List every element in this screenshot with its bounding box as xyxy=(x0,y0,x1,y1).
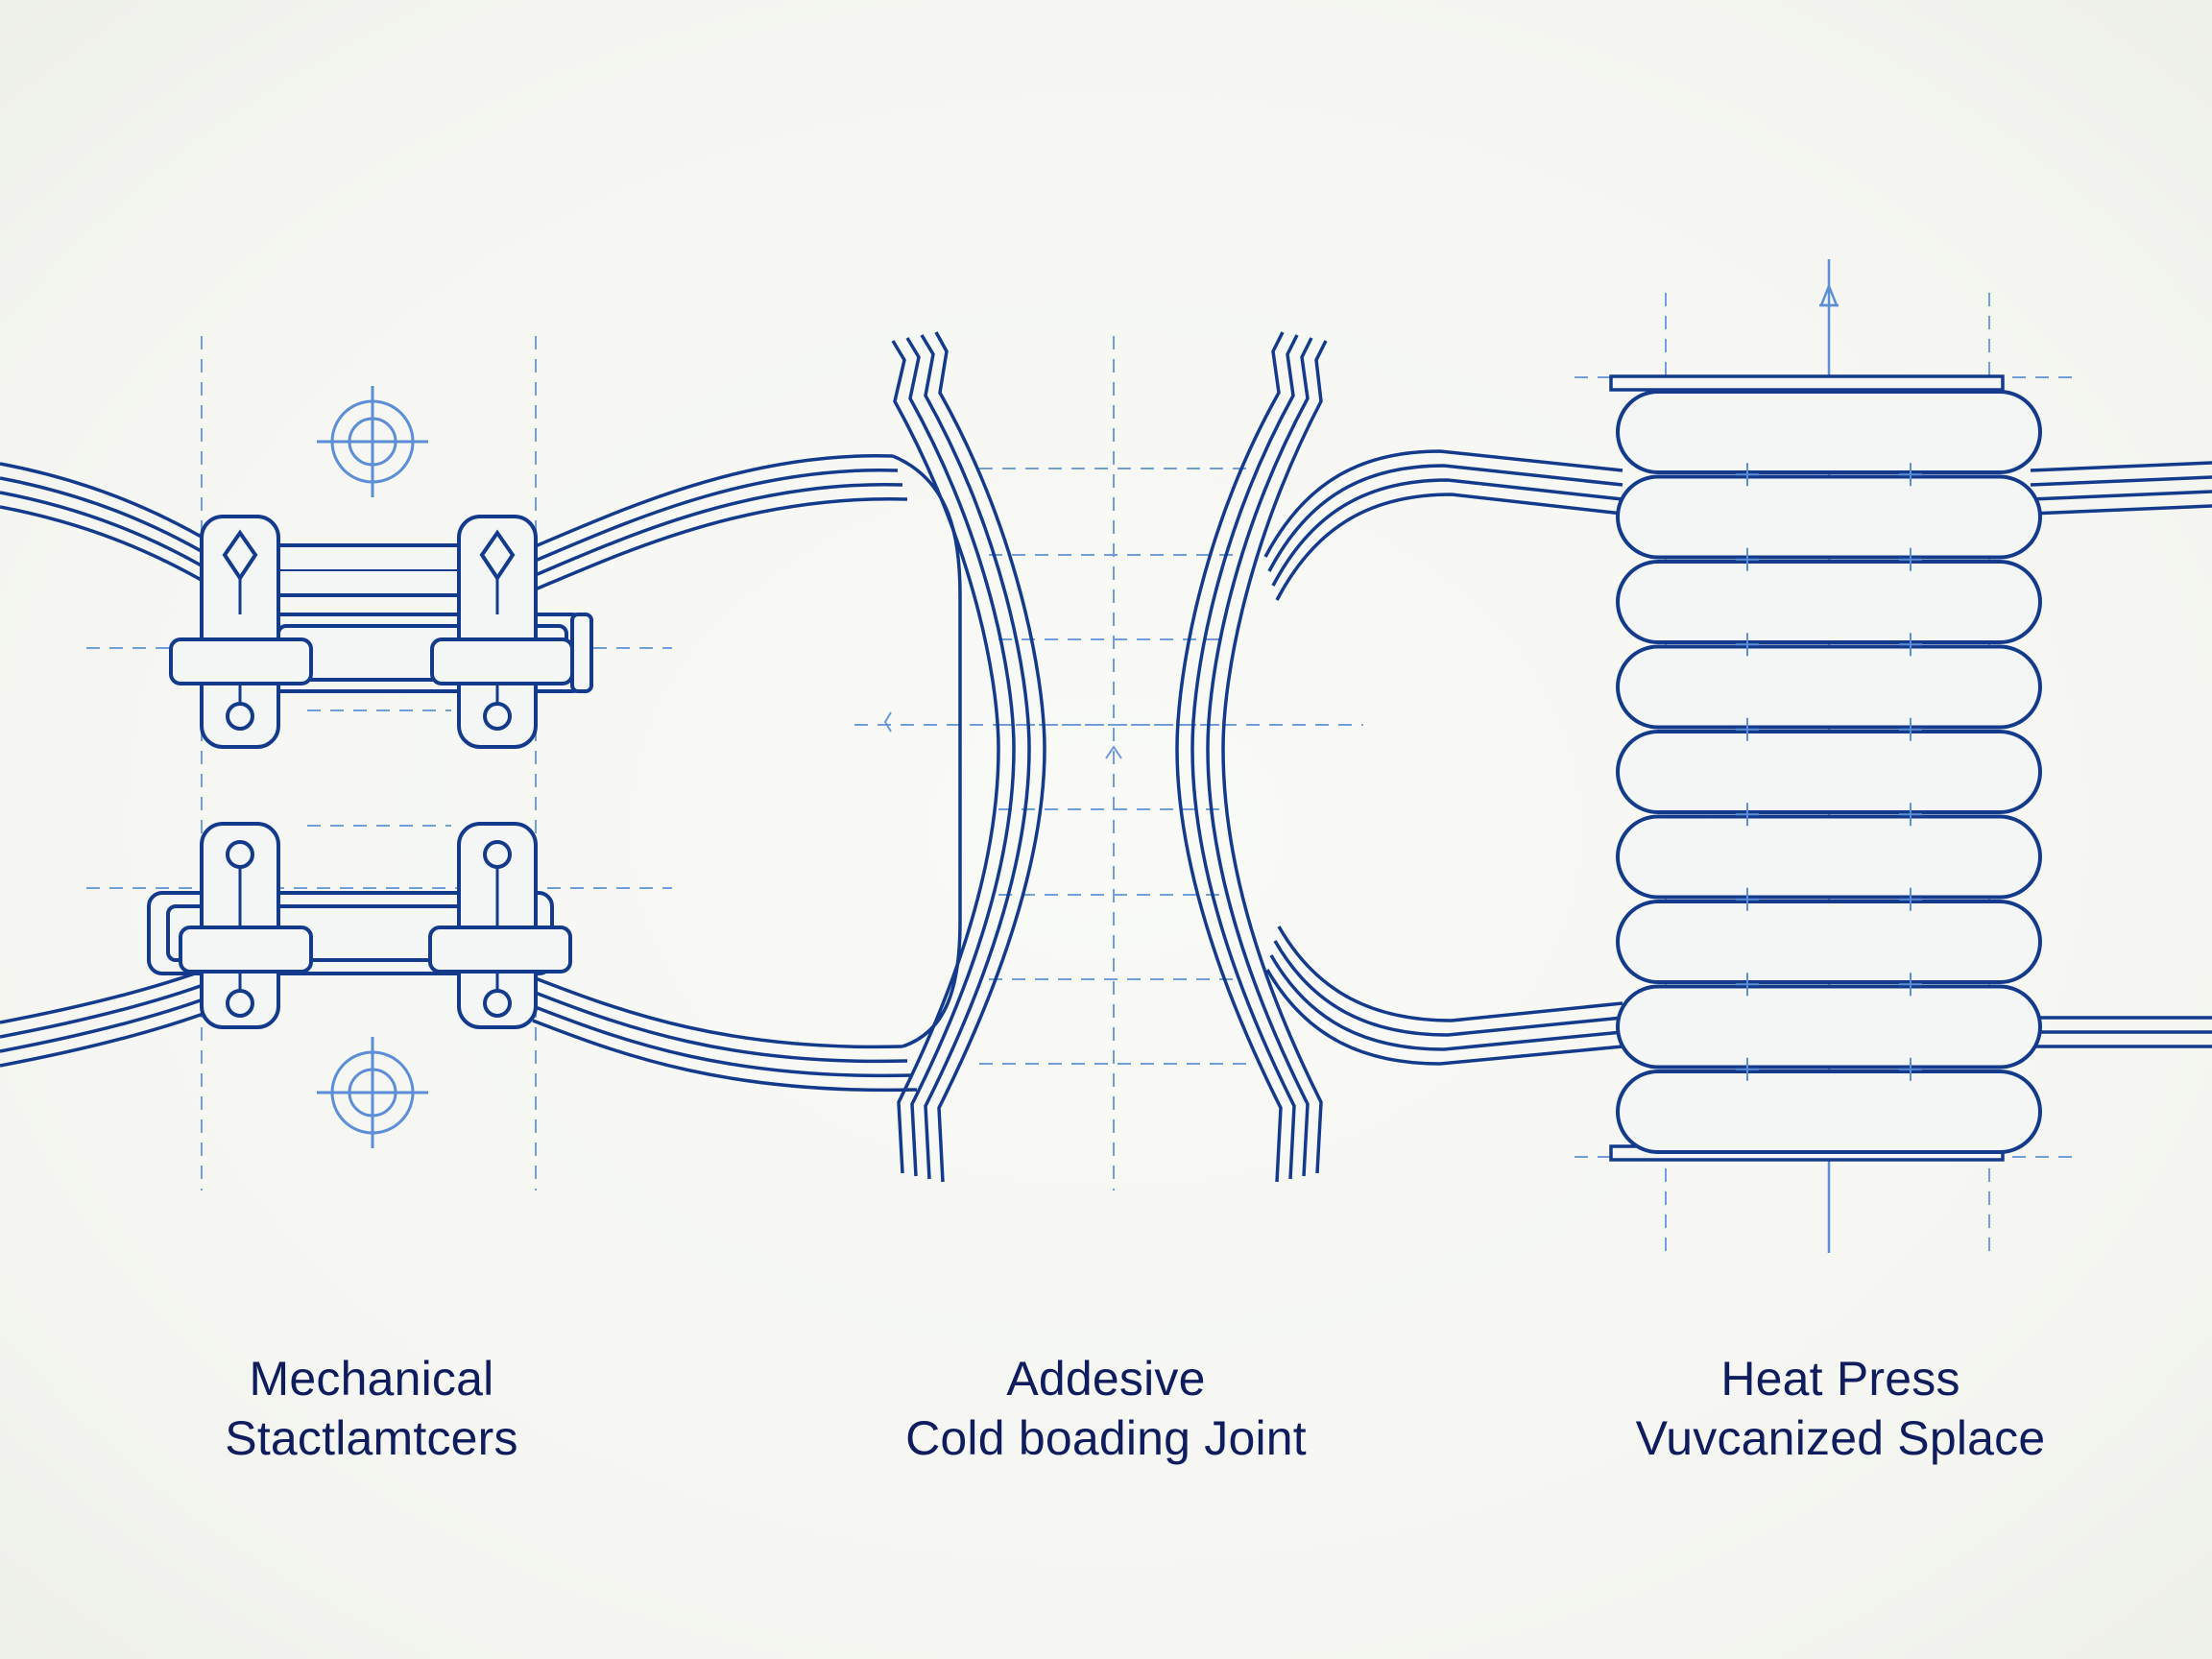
vulcanized-layer-stack xyxy=(1616,390,2042,1154)
center-mark xyxy=(1899,717,1922,741)
belt-through-press xyxy=(2030,461,2212,1048)
caption-mechanical-line1: Mechanical xyxy=(249,1352,494,1406)
center-mark xyxy=(1899,1057,1922,1081)
center-mark xyxy=(1736,547,1759,571)
center-mark xyxy=(1899,973,1922,997)
caption-heat-press-splice: Heat Press Vuvcanized Splace xyxy=(1533,1349,2148,1468)
caption-adhesive-joint: Addesive Cold boading Joint xyxy=(799,1349,1413,1468)
belt-strands-upper xyxy=(0,453,908,592)
caption-heat-press-line1: Heat Press xyxy=(1720,1352,1960,1406)
press-layer xyxy=(1616,390,2042,474)
center-mark xyxy=(1899,633,1922,657)
center-mark xyxy=(1899,463,1922,487)
press-layer xyxy=(1616,730,2042,814)
press-layer xyxy=(1616,560,2042,644)
vulcanized-splice-panel xyxy=(1575,259,2212,1253)
registration-target-top xyxy=(317,386,428,497)
center-mark xyxy=(1899,547,1922,571)
press-layer xyxy=(1616,474,2042,560)
belt-end-left xyxy=(891,331,1046,1183)
adhesive-joint-panel xyxy=(854,331,1623,1190)
press-layer xyxy=(1616,984,2042,1070)
caption-mechanical-line2: Stactlamtcers xyxy=(225,1411,518,1465)
center-mark xyxy=(1736,973,1759,997)
center-mark xyxy=(1736,803,1759,827)
center-mark xyxy=(1736,887,1759,911)
center-mark xyxy=(1736,633,1759,657)
layer-center-marks xyxy=(1736,463,1922,1081)
fastener-clip-upper xyxy=(169,515,593,749)
belt-end-right xyxy=(1175,331,1623,1183)
center-mark xyxy=(1736,717,1759,741)
press-layer xyxy=(1616,900,2042,984)
belt-strands-lower xyxy=(0,966,918,1093)
caption-mechanical-fasteners: Mechanical Stactlamtcers xyxy=(64,1349,679,1468)
press-layer xyxy=(1616,1070,2042,1154)
caption-adhesive-line2: Cold boading Joint xyxy=(905,1411,1307,1465)
bond-line-grid xyxy=(854,336,1363,1190)
mechanical-fastener-panel xyxy=(0,336,918,1190)
press-layer xyxy=(1616,814,2042,900)
center-mark xyxy=(1736,463,1759,487)
registration-target-bottom xyxy=(317,1037,428,1148)
center-mark xyxy=(1899,887,1922,911)
caption-adhesive-line1: Addesive xyxy=(1006,1352,1206,1406)
center-mark xyxy=(1736,1057,1759,1081)
press-layer xyxy=(1616,644,2042,730)
fastener-clip-lower xyxy=(147,822,572,1029)
caption-heat-press-line2: Vuvcanized Splace xyxy=(1635,1411,2046,1465)
center-mark xyxy=(1899,803,1922,827)
